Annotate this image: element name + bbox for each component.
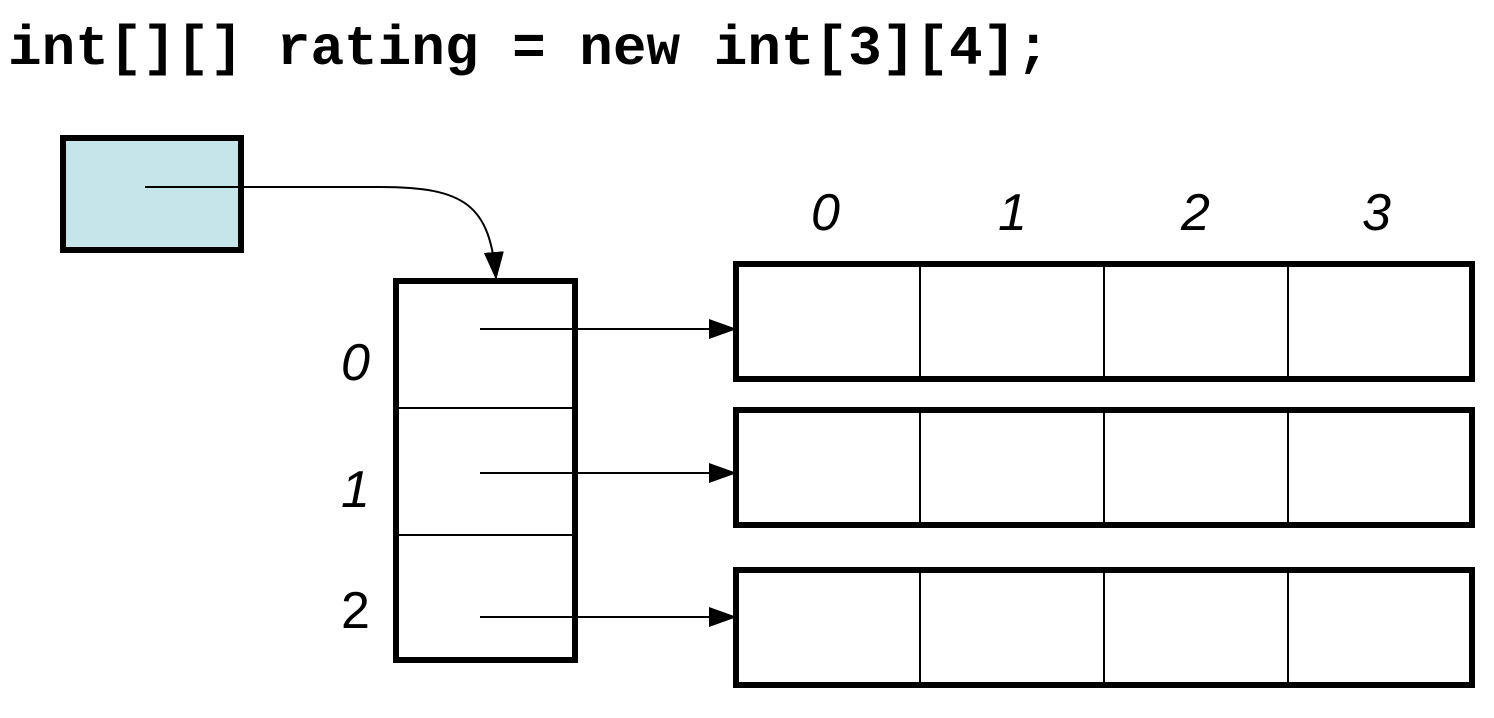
column-index-label: 3 [1362,184,1391,242]
reference-variable-box [60,135,244,253]
row-reference-array-frame [393,278,578,663]
code-declaration: int[][] rating = new int[3][4]; [8,17,1050,81]
row-index-label: 0 [341,334,370,392]
inner-array-row [733,567,1475,688]
column-index-label: 0 [811,184,840,242]
column-index-label: 2 [1180,184,1210,242]
row-index-label: 1 [341,461,370,519]
row-index-label: 2 [341,582,370,640]
inner-array-row [733,261,1475,382]
reference-arrow [145,186,504,280]
row-reference-array [393,278,578,663]
column-index-label: 1 [998,184,1027,242]
inner-array-row [733,407,1475,528]
